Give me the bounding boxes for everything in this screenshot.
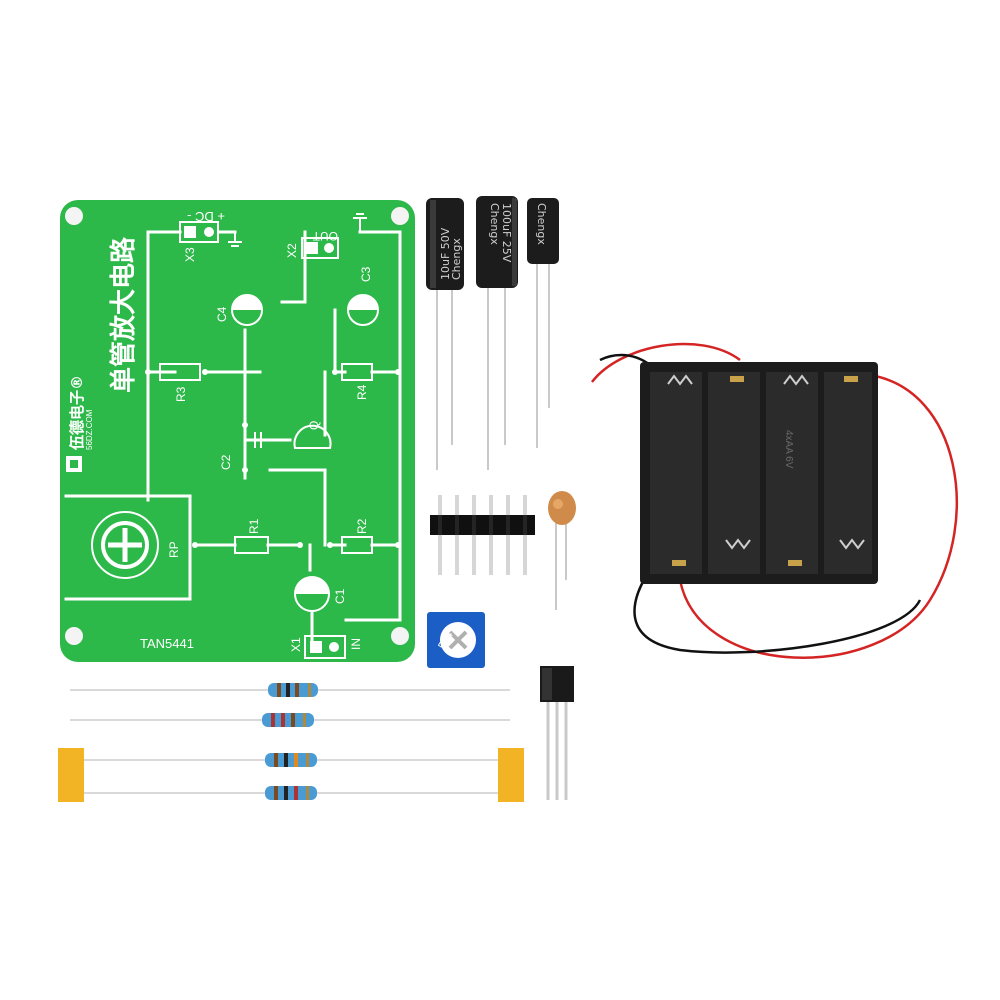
resistor — [70, 753, 510, 767]
brand-logo — [66, 456, 82, 472]
label-c4: C4 — [215, 306, 229, 322]
pin-header-6pin — [430, 495, 535, 575]
transistor-outline-q — [293, 424, 332, 449]
pcb-board: 单管放大电路 伍德电子® 56DZ.COM TAN5441 + DC - OUT… — [60, 200, 415, 662]
resistor — [70, 786, 510, 800]
label-dc: + DC - — [187, 209, 225, 224]
mounting-hole — [65, 207, 83, 225]
brand-name: 伍德电子® — [68, 375, 86, 451]
electrolytic-capacitor-100uf: 100uF 25V Chengx — [476, 196, 518, 470]
capacitor-brand: Chengx — [535, 203, 548, 245]
label-rp: RP — [167, 541, 181, 558]
capacitor-brand: Chengx — [450, 238, 463, 280]
electrolytic-capacitor-10uf: 10uF 50V Chengx — [426, 198, 464, 470]
connector-x1 — [304, 635, 346, 659]
pcb-pads — [145, 369, 401, 548]
label-out: OUT — [312, 229, 338, 243]
capacitor-outline-c2 — [254, 432, 262, 448]
label-c1: C1 — [333, 588, 347, 604]
potentiometer-footprint-rp — [91, 511, 159, 579]
tape-strip-right — [498, 748, 524, 802]
capacitor-brand: Chengx — [488, 203, 501, 245]
battery-holder-4xaa: 4xAA 6V — [591, 342, 958, 659]
capacitor-marking: 10uF 50V — [439, 227, 452, 280]
ground-symbol — [228, 232, 242, 247]
label-r3: R3 — [174, 386, 188, 402]
electrolytic-capacitor-1uf: Chengx — [527, 198, 559, 448]
ceramic-capacitor — [548, 491, 576, 610]
transistor-to92 — [540, 666, 574, 800]
label-c2: C2 — [219, 454, 233, 470]
mounting-hole — [391, 627, 409, 645]
red-wire — [591, 342, 958, 659]
capacitor-marking: 100uF 25V — [500, 203, 513, 263]
label-r1: R1 — [247, 518, 261, 534]
resistor-outline — [159, 363, 373, 554]
model-number: TAN5441 — [140, 636, 194, 651]
capacitor-outline-c4 — [231, 294, 263, 326]
capacitor-outline-c1 — [294, 576, 330, 612]
capacitor-outline-c3 — [347, 294, 379, 326]
battery-holder-marking: 4xAA 6V — [783, 430, 794, 469]
resistor — [70, 713, 510, 727]
label-q: Q — [307, 421, 321, 430]
label-in: IN — [349, 638, 363, 650]
ground-symbol — [353, 213, 367, 232]
connector-x2 — [301, 237, 339, 259]
board-title: 单管放大电路 — [108, 236, 139, 393]
trimmer-potentiometer: 504 — [427, 612, 485, 668]
connector-x3 — [179, 221, 219, 243]
mounting-hole — [65, 627, 83, 645]
brand-url: 56DZ.COM — [85, 409, 94, 450]
resistor — [70, 683, 510, 697]
label-r2: R2 — [355, 518, 369, 534]
mounting-hole — [391, 207, 409, 225]
label-x2: X2 — [285, 243, 299, 258]
black-wire — [599, 353, 922, 654]
label-c3: C3 — [359, 266, 373, 282]
label-r4: R4 — [355, 384, 369, 400]
label-x3: X3 — [183, 247, 197, 262]
label-x1: X1 — [289, 637, 303, 652]
tape-strip-left — [58, 748, 84, 802]
